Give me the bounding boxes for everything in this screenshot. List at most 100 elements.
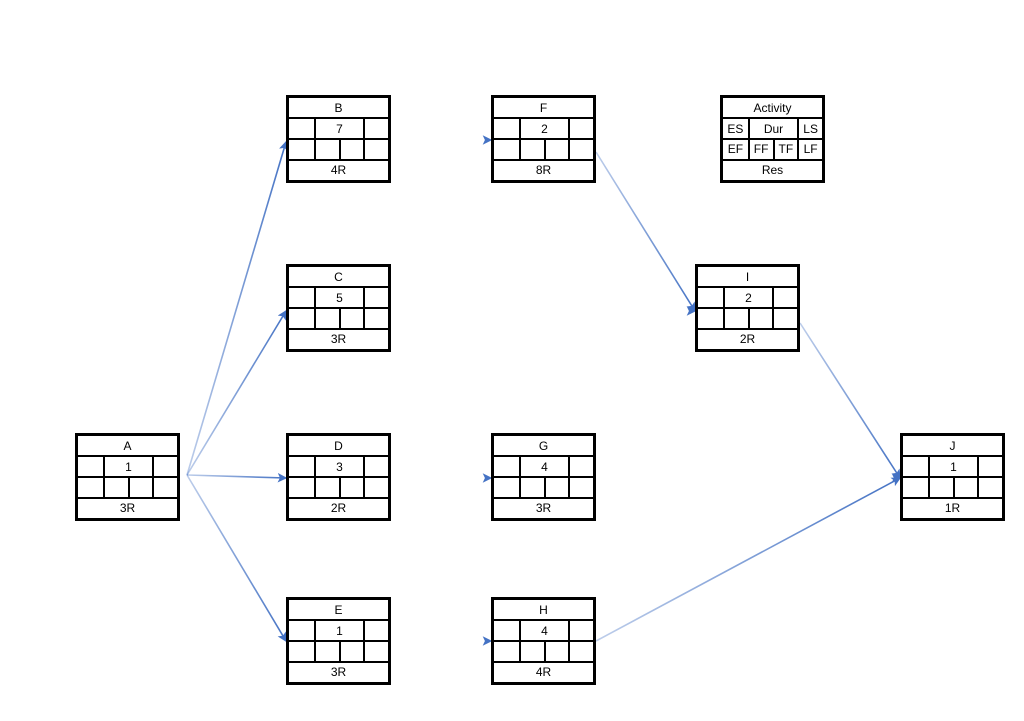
legend-row-es-dur-ls: ES Dur LS <box>723 117 822 138</box>
node-tf-cell <box>543 642 569 661</box>
node-ff-cell <box>927 478 953 497</box>
node-ls-cell <box>363 119 388 138</box>
node-ef-ff-tf-lf-row <box>494 640 593 661</box>
node-es-dur-ls-row: 2 <box>698 286 797 307</box>
activity-node-h[interactable]: H 4 4R <box>491 597 596 685</box>
legend-cell-lf: LF <box>797 140 822 159</box>
node-duration-cell: 7 <box>313 119 364 138</box>
activity-node-i[interactable]: I 2 2R <box>695 264 800 352</box>
node-es-cell <box>903 457 928 476</box>
node-tf-cell <box>338 642 364 661</box>
node-name: A <box>123 438 132 453</box>
legend-cell-res: Res <box>761 163 784 178</box>
node-name: J <box>949 438 956 453</box>
node-es-cell <box>494 621 519 640</box>
node-ef-ff-tf-lf-row <box>289 138 388 159</box>
activity-node-f[interactable]: F 2 8R <box>491 95 596 183</box>
node-duration-cell: 1 <box>102 457 153 476</box>
node-resource: 1R <box>944 501 961 516</box>
node-ef-ff-tf-lf-row <box>903 476 1002 497</box>
node-ef-cell <box>494 140 519 159</box>
node-resource-row: 3R <box>494 496 593 518</box>
node-resource: 4R <box>535 665 552 680</box>
node-resource-row: 1R <box>903 496 1002 518</box>
node-resource-row: 3R <box>289 327 388 349</box>
node-lf-cell <box>363 642 388 661</box>
edge-i-j <box>799 322 901 480</box>
node-es-cell <box>289 621 314 640</box>
node-ef-ff-tf-lf-row <box>494 138 593 159</box>
node-es-dur-ls-row: 3 <box>289 455 388 476</box>
node-resource-row: 4R <box>494 660 593 682</box>
node-title-row: D <box>289 436 388 455</box>
node-resource-row: 3R <box>78 496 177 518</box>
legend-cell-tf: TF <box>772 140 798 159</box>
node-lf-cell <box>977 478 1002 497</box>
node-duration-cell: 5 <box>313 288 364 307</box>
node-ef-cell <box>494 478 519 497</box>
legend-row-ef-ff-tf-lf: EF FF TF LF <box>723 138 822 159</box>
node-tf-cell <box>747 309 773 328</box>
edge-h-j <box>595 477 902 642</box>
activity-node-g[interactable]: G 4 3R <box>491 433 596 521</box>
edge-f-i <box>595 151 696 313</box>
node-title-row: J <box>903 436 1002 455</box>
node-es-dur-ls-row: 4 <box>494 455 593 476</box>
node-resource-row: 4R <box>289 158 388 180</box>
node-tf-cell <box>543 140 569 159</box>
node-es-dur-ls-row: 7 <box>289 117 388 138</box>
node-lf-cell <box>363 478 388 497</box>
node-title-row: F <box>494 98 593 117</box>
node-duration-cell: 4 <box>518 621 569 640</box>
node-resource: 3R <box>119 501 136 516</box>
node-resource: 8R <box>535 163 552 178</box>
node-ef-ff-tf-lf-row <box>289 640 388 661</box>
node-resource-row: 2R <box>698 327 797 349</box>
node-ls-cell <box>363 621 388 640</box>
node-duration-cell: 2 <box>518 119 569 138</box>
node-ef-ff-tf-lf-row <box>289 307 388 328</box>
legend-cell-dur: Dur <box>747 119 798 138</box>
activity-node-a[interactable]: A 1 3R <box>75 433 180 521</box>
node-ls-cell <box>977 457 1002 476</box>
node-ef-cell <box>494 642 519 661</box>
node-resource: 3R <box>535 501 552 516</box>
node-es-cell <box>289 119 314 138</box>
node-name: B <box>334 100 343 115</box>
node-title-row: H <box>494 600 593 619</box>
node-es-cell <box>494 457 519 476</box>
node-es-cell <box>494 119 519 138</box>
node-ef-cell <box>289 140 314 159</box>
legend-title-row: Activity <box>723 98 822 117</box>
node-ef-cell <box>78 478 103 497</box>
node-duration-cell: 4 <box>518 457 569 476</box>
node-title-row: C <box>289 267 388 286</box>
node-resource: 3R <box>330 332 347 347</box>
node-ls-cell <box>568 119 593 138</box>
node-ls-cell <box>568 621 593 640</box>
activity-node-c[interactable]: C 5 3R <box>286 264 391 352</box>
legend-key: Activity ES Dur LS EF FF TF LF Res <box>720 95 825 183</box>
edge-a-d <box>186 472 288 483</box>
node-es-dur-ls-row: 2 <box>494 117 593 138</box>
node-name: I <box>745 269 750 284</box>
node-tf-cell <box>127 478 153 497</box>
legend-cell-ef: EF <box>727 142 744 157</box>
edge-a-c <box>186 309 287 476</box>
activity-node-b[interactable]: B 7 4R <box>286 95 391 183</box>
node-resource-row: 2R <box>289 496 388 518</box>
node-title-row: I <box>698 267 797 286</box>
node-name: G <box>538 438 549 453</box>
legend-res-row: Res <box>723 158 822 180</box>
node-lf-cell <box>363 309 388 328</box>
node-title-row: A <box>78 436 177 455</box>
node-name: E <box>334 602 343 617</box>
node-ff-cell <box>313 140 339 159</box>
node-ff-cell <box>518 478 544 497</box>
legend-title: Activity <box>753 100 792 115</box>
node-ls-cell <box>772 288 797 307</box>
